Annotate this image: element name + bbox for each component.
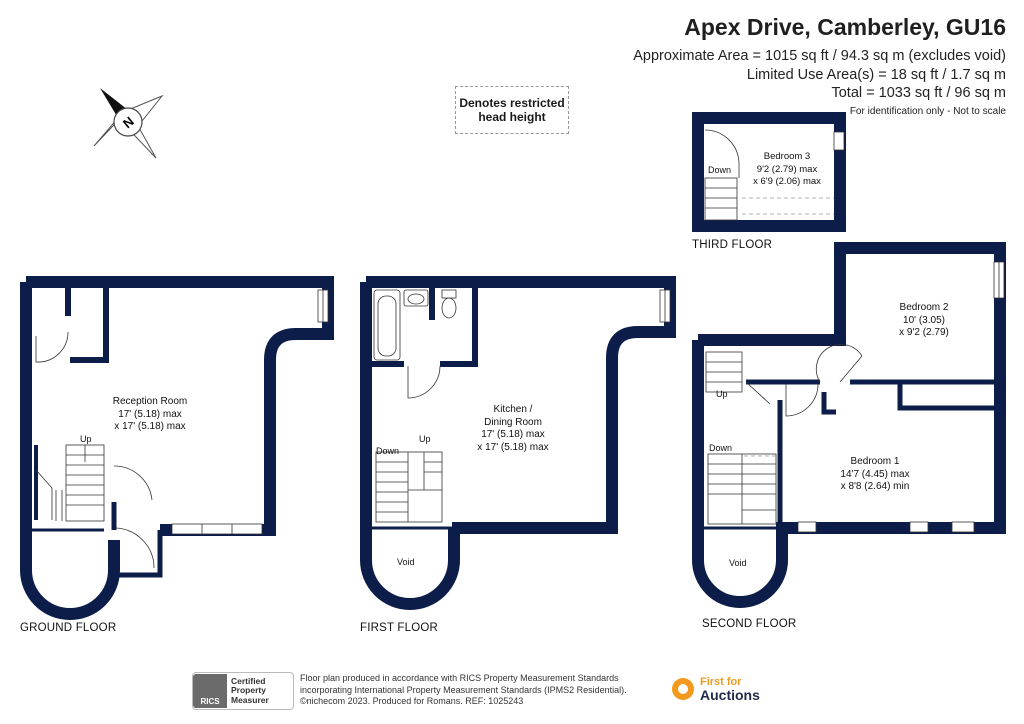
rics-badge: RICS Certified Property Measurer	[192, 672, 294, 710]
second-floor-label: SECOND FLOOR	[702, 618, 797, 630]
bedroom-2-label: Bedroom 2 10' (3.05) x 9'2 (2.79)	[899, 302, 949, 338]
brand-icon	[672, 678, 694, 700]
total-area: Total = 1033 sq ft / 96 sq m	[831, 85, 1006, 101]
rics-logo-text: RICS	[200, 697, 220, 706]
brand-logo: First for Auctions	[672, 676, 760, 702]
second-stairs-down-label: Down	[709, 443, 733, 453]
restricted-height-legend: Denotes restricted head height	[455, 86, 569, 134]
first-void-label: Void	[397, 557, 415, 567]
limited-use-area: Limited Use Area(s) = 18 sq ft / 1.7 sq …	[746, 67, 1006, 83]
footer-note: Floor plan produced in accordance with R…	[300, 673, 627, 706]
first-stairs-up-label: Up	[419, 434, 431, 444]
bedroom-3-label: Bedroom 3 9'2 (2.79) max x 6'9 (2.06) ma…	[753, 151, 821, 187]
brand-line-2: Auctions	[700, 687, 760, 703]
third-floor-restricted	[742, 197, 834, 215]
third-floor-label: THIRD FLOOR	[692, 239, 773, 251]
legend-text: Denotes restricted head height	[459, 96, 565, 124]
rics-badge-text: Certified Property Measurer	[231, 675, 269, 705]
second-stairs-up-label: Up	[716, 389, 728, 399]
ground-floor-label: GROUND FLOOR	[20, 622, 117, 634]
disclaimer: For identification only - Not to scale	[849, 106, 1006, 117]
compass-icon: N	[93, 88, 164, 159]
rics-logo: RICS	[193, 674, 227, 708]
property-title: Apex Drive, Camberley, GU16	[684, 14, 1006, 40]
first-floor-plan	[360, 276, 676, 610]
second-floor-details	[705, 261, 1005, 533]
second-void-label: Void	[729, 558, 747, 568]
kitchen-dining-label: Kitchen / Dining Room 17' (5.18) max x 1…	[477, 404, 549, 453]
third-floor-details	[704, 129, 845, 221]
ground-floor-details	[35, 289, 329, 569]
first-stairs-down-label: Down	[376, 446, 400, 456]
ground-stairs-up-label: Up	[80, 434, 92, 444]
reception-room-label: Reception Room 17' (5.18) max x 17' (5.1…	[112, 396, 188, 432]
ground-floor-plan	[20, 276, 334, 620]
third-stairs-down-label: Down	[708, 165, 732, 175]
bedroom-1-label: Bedroom 1 14'7 (4.45) max x 8'8 (2.64) m…	[840, 456, 910, 492]
first-floor-label: FIRST FLOOR	[360, 622, 439, 634]
second-floor-plan	[692, 242, 1006, 608]
first-floor-details	[373, 289, 671, 523]
brand-line-1: First for	[700, 676, 742, 688]
third-floor-plan	[692, 112, 846, 232]
approx-area: Approximate Area = 1015 sq ft / 94.3 sq …	[633, 48, 1006, 64]
